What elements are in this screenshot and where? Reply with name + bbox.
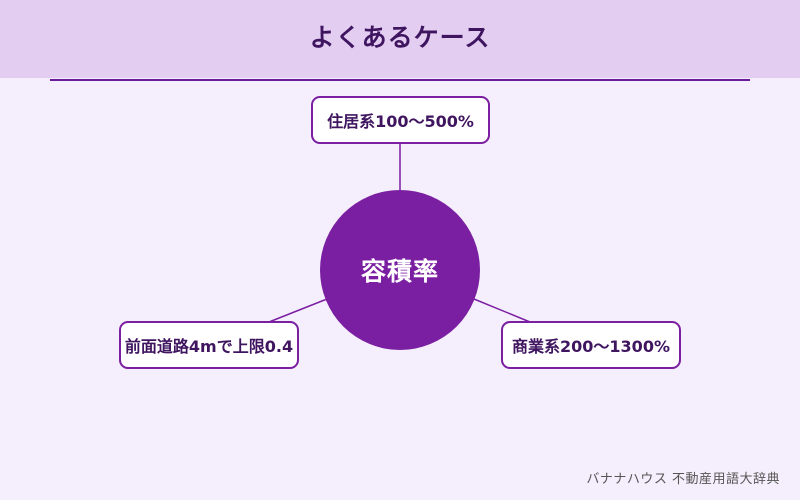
node-commercial-label: 商業系200〜1300% [512,337,670,356]
title-divider [50,79,750,81]
center-node: 容積率 [320,190,480,350]
node-front-road-label: 前面道路4mで上限0.4 [124,337,294,356]
header-band: よくあるケース [0,0,800,78]
node-residential: 住居系100〜500% [311,96,490,144]
node-front-road: 前面道路4mで上限0.4 [119,321,299,369]
footer-credit: バナナハウス 不動産用語大辞典 [586,472,780,487]
center-node-label: 容積率 [360,257,439,286]
node-residential-label: 住居系100〜500% [327,112,474,131]
connector-left [268,298,328,323]
page-title: よくあるケース [309,23,491,52]
connector-right [473,298,531,323]
node-commercial: 商業系200〜1300% [501,321,681,369]
